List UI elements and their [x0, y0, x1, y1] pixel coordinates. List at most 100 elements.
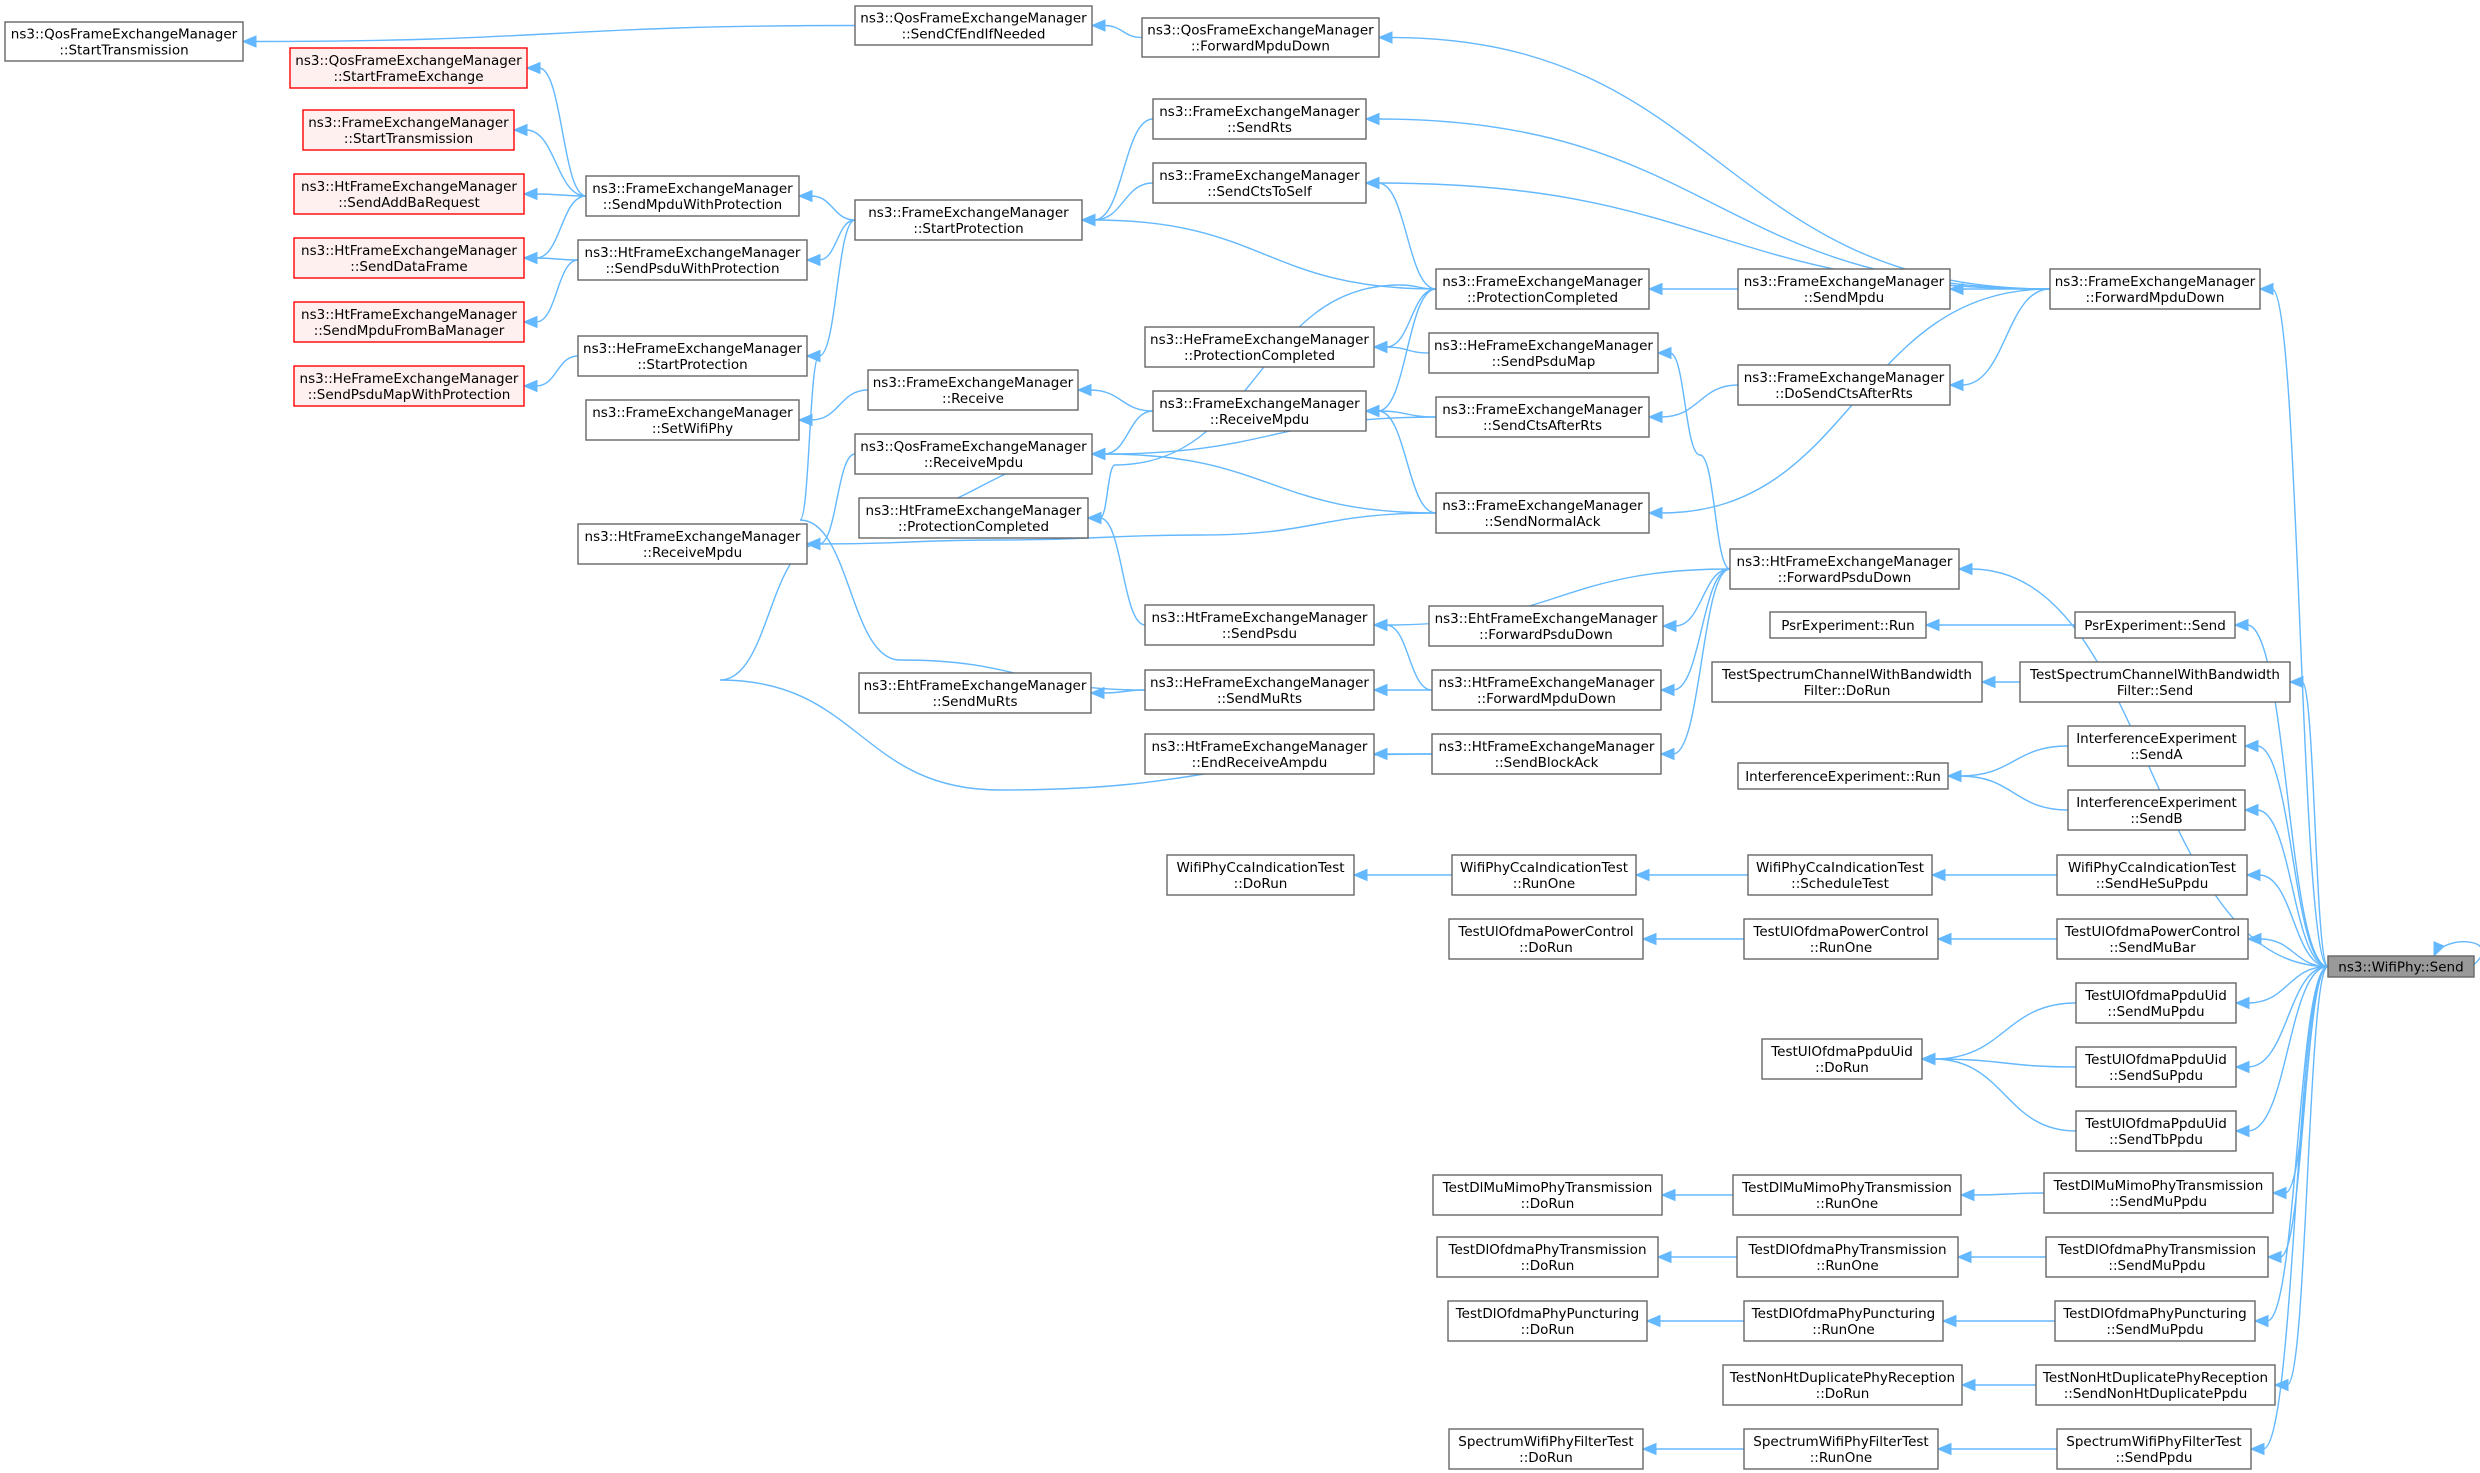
edge-arrowhead	[2233, 618, 2249, 632]
node-box	[2035, 1364, 2276, 1406]
node-hefem_startprot[interactable]: ns3::HeFrameExchangeManager::StartProtec…	[577, 335, 808, 377]
node-ie_sendb[interactable]: InterferenceExperiment::SendB	[2067, 789, 2246, 831]
node-fem_startprot[interactable]: ns3::FrameExchangeManager::StartProtecti…	[854, 199, 1083, 241]
node-htfem_sendpsduwp[interactable]: ns3::HtFrameExchangeManager::SendPsduWit…	[577, 239, 808, 281]
node-hefem_sendpsdumap[interactable]: ns3::HeFrameExchangeManager::SendPsduMap	[1428, 332, 1659, 374]
node-dlmm_dorun[interactable]: TestDlMuMimoPhyTransmission::DoRun	[1432, 1174, 1663, 1216]
node-dlop_sendmu[interactable]: TestDlOfdmaPhyTransmission::SendMuPpdu	[2045, 1236, 2269, 1278]
node-htfem_sendblockack[interactable]: ns3::HtFrameExchangeManager::SendBlockAc…	[1431, 733, 1662, 775]
node-nonht_dorun[interactable]: TestNonHtDuplicatePhyReception::DoRun	[1722, 1364, 1963, 1406]
node-label-line: TestUlOfdmaPowerControl	[1457, 924, 1633, 940]
node-ulpu_sendmu[interactable]: TestUlOfdmaPpduUid::SendMuPpdu	[2075, 982, 2237, 1024]
node-ulpc_sendmubar[interactable]: TestUlOfdmaPowerControl::SendMuBar	[2056, 918, 2249, 960]
node-qosfem_startfe[interactable]: ns3::QosFrameExchangeManager::StartFrame…	[289, 47, 528, 89]
edge-line	[1669, 352, 1731, 570]
node-fem_receive[interactable]: ns3::FrameExchangeManager::Receive	[867, 369, 1079, 411]
node-qosfem_fwdmpdu[interactable]: ns3::QosFrameExchangeManager::ForwardMpd…	[1141, 17, 1380, 58]
node-ie_senda[interactable]: InterferenceExperiment::SendA	[2067, 725, 2246, 767]
node-ehtfem_fwdpsdu[interactable]: ns3::EhtFrameExchangeManager::ForwardPsd…	[1428, 605, 1664, 647]
node-fem_sendnormalack[interactable]: ns3::FrameExchangeManager::SendNormalAck	[1435, 492, 1650, 534]
edge-fem_startprot-to-fem_sendmpduwp	[797, 189, 856, 221]
node-fem_sendmpdu[interactable]: ns3::FrameExchangeManager::SendMpdu	[1737, 268, 1951, 310]
edge-line	[2256, 745, 2329, 968]
edge-arrowhead	[1364, 176, 1380, 190]
edge-htfem_fwdpsdu-to-htfem_fwdmpdu	[1659, 568, 1731, 697]
node-label-line: ns3::FrameExchangeManager	[868, 205, 1069, 221]
node-qosfem_starttx[interactable]: ns3::QosFrameExchangeManager::StartTrans…	[4, 21, 244, 62]
node-label-line: WifiPhyCcaIndicationTest	[1756, 860, 1924, 876]
node-htfem_senddata[interactable]: ns3::HtFrameExchangeManager::SendDataFra…	[293, 237, 525, 279]
node-box	[1141, 17, 1380, 58]
node-ulpu_dorun[interactable]: TestUlOfdmaPpduUid::DoRun	[1761, 1038, 1923, 1080]
edge-line	[1377, 118, 2051, 290]
node-tscwbf_dorun[interactable]: TestSpectrumChannelWithBandwidthFilter::…	[1711, 661, 1983, 703]
node-cca_dorun[interactable]: WifiPhyCcaIndicationTest::DoRun	[1166, 854, 1355, 896]
node-dlop_dorun[interactable]: TestDlOfdmaPhyTransmission::DoRun	[1436, 1236, 1659, 1278]
node-hefem_protcompleted[interactable]: ns3::HeFrameExchangeManager::ProtectionC…	[1144, 326, 1375, 368]
node-fem_protcompleted[interactable]: ns3::FrameExchangeManager::ProtectionCom…	[1435, 268, 1650, 310]
node-nonht_send[interactable]: TestNonHtDuplicatePhyReception::SendNonH…	[2035, 1364, 2276, 1406]
edge-line	[1972, 1192, 2045, 1196]
node-label-line: ::StartTransmission	[344, 131, 473, 147]
node-htfem_fwdpsdu[interactable]: ns3::HtFrameExchangeManager::ForwardPsdu…	[1729, 548, 1960, 590]
node-fem_fwdmpdu[interactable]: ns3::FrameExchangeManager::ForwardMpduDo…	[2049, 268, 2261, 310]
node-ulpu_sendtb[interactable]: TestUlOfdmaPpduUid::SendTbPpdu	[2075, 1110, 2237, 1152]
node-fem_sendrts[interactable]: ns3::FrameExchangeManager::SendRts	[1152, 98, 1367, 140]
node-htfem_sendpsdu[interactable]: ns3::HtFrameExchangeManager::SendPsdu	[1144, 604, 1375, 646]
node-htfem_fwdmpdu[interactable]: ns3::HtFrameExchangeManager::ForwardMpdu…	[1431, 669, 1662, 711]
edge-swpf_sendppdu-to-swpf_runone	[1936, 1442, 2057, 1456]
node-fem_sendctstoself[interactable]: ns3::FrameExchangeManager::SendCtsToSelf	[1152, 162, 1367, 204]
node-cca_runone[interactable]: WifiPhyCcaIndicationTest::RunOne	[1451, 854, 1637, 896]
node-label-line: ::SendDataFrame	[350, 259, 467, 275]
node-ulpc_runone[interactable]: TestUlOfdmaPowerControl::RunOne	[1743, 918, 1939, 960]
node-fem_receivempdu[interactable]: ns3::FrameExchangeManager::ReceiveMpdu	[1152, 390, 1367, 432]
edge-arrowhead	[525, 61, 541, 75]
node-label-line: ns3::FrameExchangeManager	[2055, 274, 2256, 290]
node-cca_schedule[interactable]: WifiPhyCcaIndicationTest::ScheduleTest	[1747, 854, 1933, 896]
node-htfem_endreceiveampdu[interactable]: ns3::HtFrameExchangeManager::EndReceiveA…	[1144, 733, 1375, 775]
node-hefem_sendmurts[interactable]: ns3::HeFrameExchangeManager::SendMuRts	[1144, 669, 1375, 711]
node-label-line: ::SendMuPpdu	[2108, 1258, 2205, 1274]
node-fem_sendmpduwp[interactable]: ns3::FrameExchangeManager::SendMpduWithP…	[585, 175, 800, 217]
edge-line	[1672, 568, 1731, 691]
node-swpf_dorun[interactable]: SpectrumWifiPhyFilterTest::DoRun	[1448, 1428, 1644, 1470]
edge-wifiphy_send-to-ulpu_sendsu	[2234, 965, 2329, 1074]
node-ie_run[interactable]: InterferenceExperiment::Run	[1737, 762, 1949, 790]
edge-cca_runone-to-cca_dorun	[1352, 868, 1452, 882]
node-qosfem_sendcfend[interactable]: ns3::QosFrameExchangeManager::SendCfEndI…	[854, 5, 1093, 46]
node-fem_setwifiphy[interactable]: ns3::FrameExchangeManager::SetWifiPhy	[585, 399, 800, 441]
node-dlpu_sendmu[interactable]: TestDlOfdmaPhyPuncturing::SendMuPpdu	[2054, 1300, 2256, 1342]
node-label-line: TestDlMuMimoPhyTransmission	[2053, 1178, 2264, 1194]
node-dlop_runone[interactable]: TestDlOfdmaPhyTransmission::RunOne	[1736, 1236, 1959, 1278]
node-htfem_protcompleted[interactable]: ns3::HtFrameExchangeManager::ProtectionC…	[858, 497, 1089, 539]
edge-arrowhead	[1647, 282, 1663, 296]
node-ulpu_sendsu[interactable]: TestUlOfdmaPpduUid::SendSuPpdu	[2075, 1046, 2237, 1088]
node-tscwbf_send[interactable]: TestSpectrumChannelWithBandwidthFilter::…	[2019, 661, 2291, 703]
edge-arrowhead	[1090, 19, 1106, 32]
node-dlmm_runone[interactable]: TestDlMuMimoPhyTransmission::RunOne	[1732, 1174, 1962, 1216]
node-swpf_sendppdu[interactable]: SpectrumWifiPhyFilterTest::SendPpdu	[2056, 1428, 2252, 1470]
node-cca_sendhesu[interactable]: WifiPhyCcaIndicationTest::SendHeSuPpdu	[2056, 854, 2248, 896]
node-dlpu_runone[interactable]: TestDlOfdmaPhyPuncturing::RunOne	[1743, 1300, 1944, 1342]
node-label-line: ::SendB	[2130, 811, 2182, 827]
node-swpf_runone[interactable]: SpectrumWifiPhyFilterTest::RunOne	[1743, 1428, 1939, 1470]
node-htfem_receivempdu[interactable]: ns3::HtFrameExchangeManager::ReceiveMpdu	[577, 523, 808, 565]
node-psr_send[interactable]: PsrExperiment::Send	[2074, 611, 2236, 639]
node-label-line: ns3::FrameExchangeManager	[1744, 370, 1945, 386]
node-wifiphy_send[interactable]: ns3::WifiPhy::Send	[2327, 955, 2475, 978]
node-hefem_sendpsdumapwp[interactable]: ns3::HeFrameExchangeManager::SendPsduMap…	[293, 365, 525, 407]
node-dlmm_sendmu[interactable]: TestDlMuMimoPhyTransmission::SendMuPpdu	[2043, 1172, 2274, 1214]
node-ehtfem_sendmurts[interactable]: ns3::EhtFrameExchangeManager::SendMuRts	[858, 672, 1092, 714]
node-htfem_sendaddba[interactable]: ns3::HtFrameExchangeManager::SendAddBaRe…	[293, 173, 525, 215]
node-dlpu_dorun[interactable]: TestDlOfdmaPhyPuncturing::DoRun	[1447, 1300, 1648, 1342]
node-psr_run[interactable]: PsrExperiment::Run	[1769, 611, 1927, 639]
node-box	[854, 433, 1093, 475]
node-label-line: TestSpectrumChannelWithBandwidth	[2029, 667, 2280, 683]
node-ulpc_dorun[interactable]: TestUlOfdmaPowerControl::DoRun	[1448, 918, 1644, 960]
node-fem_dosendcts[interactable]: ns3::FrameExchangeManager::DoSendCtsAfte…	[1737, 364, 1951, 406]
node-htfem_sendmpdufromba[interactable]: ns3::HtFrameExchangeManager::SendMpduFro…	[293, 301, 525, 343]
node-fem_starttx[interactable]: ns3::FrameExchangeManager::StartTransmis…	[302, 109, 515, 151]
edge-arrowhead	[1941, 1314, 1957, 1328]
node-fem_sendctsafterrts[interactable]: ns3::FrameExchangeManager::SendCtsAfterR…	[1435, 396, 1650, 438]
node-qosfem_receivempdu[interactable]: ns3::QosFrameExchangeManager::ReceiveMpd…	[854, 433, 1093, 475]
